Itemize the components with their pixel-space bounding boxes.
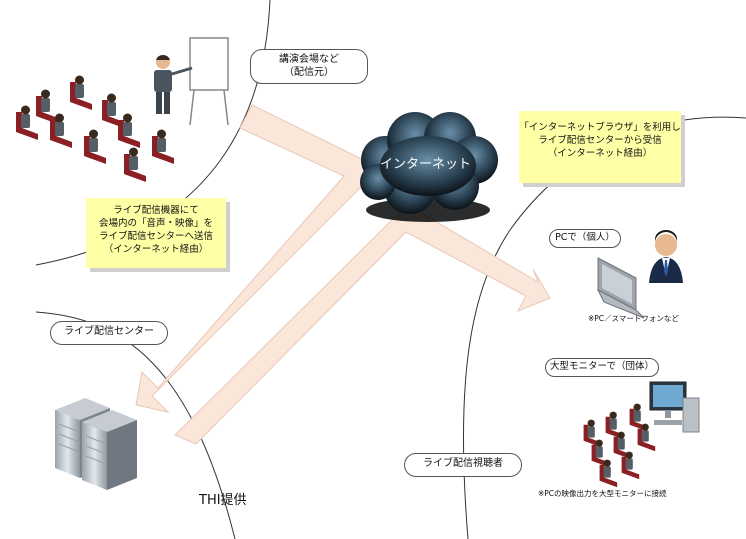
person-body-icon (587, 426, 595, 438)
pc-label: PCで（個人） (549, 229, 621, 248)
person-body-icon (603, 466, 611, 478)
person-body-icon (617, 438, 625, 450)
person-head-icon (587, 419, 595, 427)
venue-note-line-1: ライブ配信機器にて (113, 205, 199, 216)
person-head-icon (41, 89, 50, 99)
person-body-icon (21, 114, 30, 128)
venue-label: 講演会場など （配信元） (250, 49, 368, 84)
person-body-icon (641, 430, 649, 442)
viewer-note: 「インターネットブラウザ」を利用し ライブ配信センターから受信 （インターネット… (519, 111, 681, 183)
person-head-icon (641, 423, 649, 431)
person-head-icon (129, 147, 138, 157)
venue-note-line-3: ライブ配信センターへ送信 (98, 231, 213, 242)
monitor-label: 大型モニターで（団体） (545, 358, 659, 377)
person-body-icon (609, 418, 617, 430)
download-arrow (174, 211, 551, 445)
venue-label-line-1: 講演会場など (279, 54, 339, 65)
person-head-icon (609, 411, 617, 419)
businessman-icon (649, 230, 683, 283)
presenter-icon (154, 54, 193, 114)
person-body-icon (595, 446, 603, 458)
region-boundaries (35, 0, 746, 539)
viewers-label: ライブ配信視聴者 (404, 453, 522, 477)
viewer-note-line-2: ライブ配信センターから受信 (538, 135, 662, 146)
internet-label: インターネット (380, 157, 472, 172)
venue-note-line-4: （インターネット経由） (103, 244, 209, 255)
pc-note: ※PC／スマートフォンなど (588, 314, 679, 323)
person-head-icon (157, 129, 166, 139)
person-body-icon (129, 156, 138, 170)
person-body-icon (625, 458, 633, 470)
person-head-icon (107, 93, 116, 103)
person-head-icon (625, 451, 633, 459)
venue-label-line-2: （配信元） (284, 67, 334, 78)
person-head-icon (617, 431, 625, 439)
person-body-icon (157, 138, 166, 152)
person-head-icon (21, 105, 30, 115)
monitor-note: ※PCの映像出力を大型モニターに接続 (538, 489, 667, 498)
person-body-icon (633, 410, 641, 422)
group-audience-icon (583, 403, 656, 488)
provider-label: THI提供 (199, 493, 247, 508)
person-head-icon (603, 459, 611, 467)
center-label: ライブ配信センター (50, 321, 168, 345)
venue-note-line-2: 会場内の「音声・映像」を (98, 218, 213, 229)
server-rack-icon (55, 398, 137, 490)
person-head-icon (595, 439, 603, 447)
person-body-icon (107, 102, 116, 116)
person-head-icon (75, 75, 84, 85)
person-body-icon (89, 138, 98, 152)
person-body-icon (75, 84, 84, 98)
viewer-note-line-3: （インターネット経由） (547, 148, 653, 159)
person-body-icon (41, 98, 50, 112)
person-body-icon (55, 122, 64, 136)
viewer-note-line-1: 「インターネットブラウザ」を利用し (519, 122, 681, 133)
venue-note: ライブ配信機器にて 会場内の「音声・映像」を ライブ配信センターへ送信 （インタ… (86, 198, 226, 268)
audience-icon (16, 75, 174, 182)
whiteboard-icon (189, 37, 229, 126)
internet-cloud-icon (360, 112, 498, 222)
center-region-boundary (35, 311, 236, 539)
person-head-icon (123, 113, 132, 123)
monitor-icon (649, 381, 700, 433)
person-head-icon (89, 129, 98, 139)
laptop-icon (596, 257, 645, 319)
person-head-icon (55, 113, 64, 123)
upload-arrow (135, 104, 369, 413)
person-head-icon (633, 403, 641, 411)
person-body-icon (123, 122, 132, 136)
